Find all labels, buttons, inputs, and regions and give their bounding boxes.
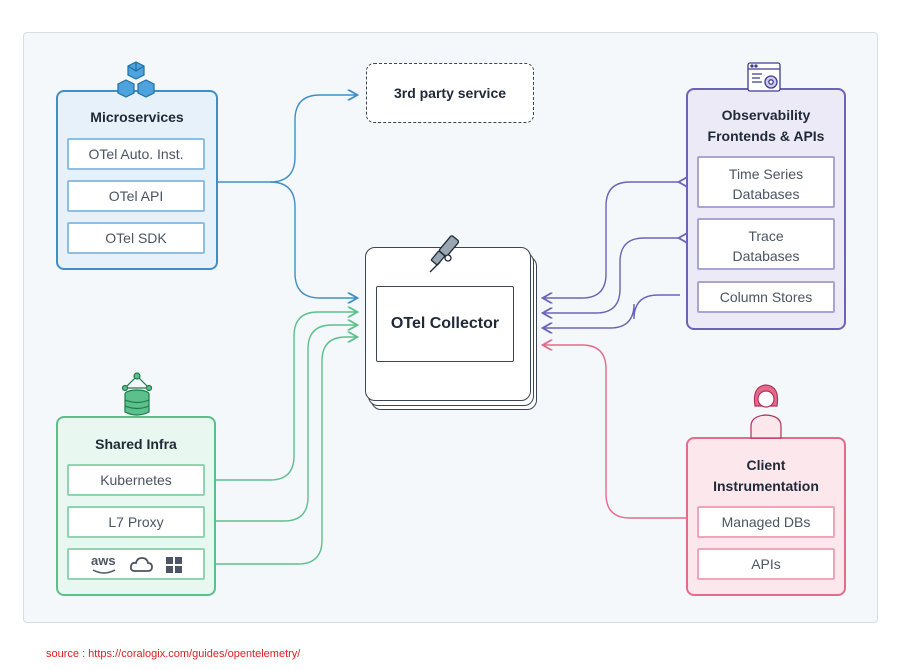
- cloud-providers-item: aws: [67, 548, 205, 580]
- client-instrumentation-panel: Client Instrumentation Managed DBs APIs: [686, 437, 846, 596]
- aws-icon: aws: [91, 553, 116, 568]
- settings-window-icon: [747, 62, 781, 92]
- otel-api-item: OTel API: [67, 180, 205, 212]
- trace-db-item: Trace Databases: [697, 218, 835, 270]
- shared-infra-panel: Shared Infra Kubernetes L7 Proxy aws: [56, 416, 216, 596]
- trace-db-line2: Databases: [732, 248, 800, 264]
- managed-dbs-item: Managed DBs: [697, 506, 835, 538]
- line-obs-column: [544, 294, 680, 328]
- collector-card: OTel Collector: [365, 247, 531, 401]
- telescope-icon: [429, 235, 460, 273]
- client-title-line1: Client: [746, 457, 786, 473]
- line-proxy-collector: [206, 325, 356, 522]
- microservices-title: Microservices: [90, 109, 184, 125]
- line-obs-trace: [544, 238, 680, 313]
- observability-panel: Observability Frontends & APIs Time Seri…: [686, 88, 846, 330]
- source-caption: source : https://coralogix.com/guides/op…: [46, 648, 301, 660]
- cubes-icon: [117, 61, 155, 98]
- time-series-db-item: Time Series Databases: [697, 156, 835, 208]
- third-party-label: 3rd party service: [393, 85, 507, 101]
- line-micro-collector: [269, 181, 356, 298]
- microservices-panel: Microservices OTel Auto. Inst. OTel API …: [56, 90, 218, 270]
- kubernetes-item: Kubernetes: [67, 464, 205, 496]
- collector-label: OTel Collector: [390, 315, 500, 332]
- client-title-line2: Instrumentation: [713, 478, 819, 494]
- person-icon: [750, 384, 782, 439]
- database-network-icon: [121, 372, 153, 416]
- line-micro-thirdparty: [216, 95, 356, 183]
- line-k8s-collector: [206, 312, 356, 481]
- shared-infra-title: Shared Infra: [95, 436, 177, 452]
- l7-proxy-item: L7 Proxy: [67, 506, 205, 538]
- trace-db-line1: Trace: [748, 228, 784, 244]
- otel-sdk-item: OTel SDK: [67, 222, 205, 254]
- otel-auto-inst-item: OTel Auto. Inst.: [67, 138, 205, 170]
- cloud-icon: [129, 557, 153, 572]
- apis-item: APIs: [697, 548, 835, 580]
- collector-inner-box: OTel Collector: [376, 286, 514, 362]
- observability-title-line1: Observability: [721, 107, 811, 123]
- time-series-line1: Time Series: [728, 166, 804, 182]
- line-cloud-collector: [206, 337, 356, 565]
- line-obs-ts: [544, 182, 680, 298]
- third-party-service-box: 3rd party service: [366, 63, 534, 123]
- time-series-line2: Databases: [732, 186, 800, 202]
- column-stores-item: Column Stores: [697, 281, 835, 313]
- windows-icon: [166, 557, 182, 573]
- aws-smile-icon: [92, 569, 116, 574]
- line-client-collector: [544, 345, 686, 519]
- observability-title-line2: Frontends & APIs: [707, 128, 825, 144]
